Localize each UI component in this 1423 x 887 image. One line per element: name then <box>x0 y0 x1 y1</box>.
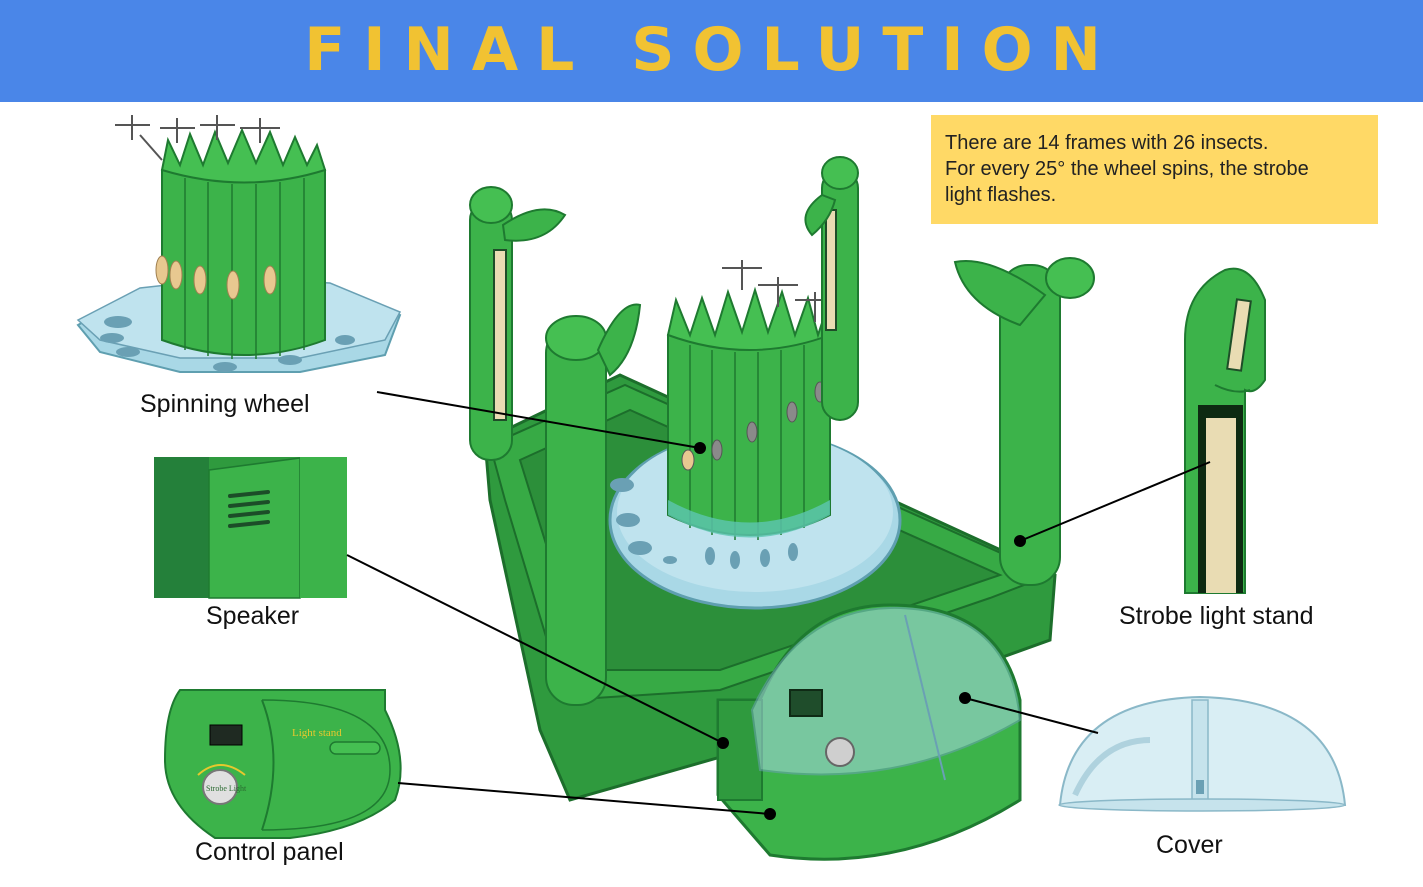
panel-light-stand-text: Light stand <box>292 727 342 739</box>
note-line-1: There are 14 frames with 26 insects. <box>945 132 1269 154</box>
callout-line-control-panel <box>397 782 771 815</box>
main-device <box>469 156 1095 861</box>
page-title: FINAL SOLUTION <box>304 15 1119 85</box>
callout-lines <box>346 391 1211 820</box>
callout-line-speaker <box>346 554 724 744</box>
callout-line-strobe-stand <box>1019 461 1211 542</box>
label-control-panel: Control panel <box>195 838 344 866</box>
stand-back-right <box>804 156 859 421</box>
control-panel-inset: Light stand Strobe Light <box>163 689 402 839</box>
label-strobe-light-stand: Strobe light stand <box>1119 602 1314 630</box>
callout-dot-strobe-stand <box>1014 535 1026 547</box>
callout-dot-cover <box>959 692 971 704</box>
strobe-stand-inset <box>1184 267 1266 594</box>
note-line-3: light flashes. <box>945 184 1057 206</box>
label-spinning-wheel: Spinning wheel <box>140 390 310 418</box>
drum-frames <box>689 345 805 540</box>
drum-base-band <box>668 500 830 538</box>
label-cover: Cover <box>1156 831 1223 859</box>
spinning-wheel-inset <box>76 115 402 373</box>
callout-line-cover <box>964 697 1099 734</box>
callout-dot-speaker <box>717 737 729 749</box>
stand-front-left <box>545 303 642 706</box>
panel-strobe-light-text: Strobe Light <box>206 784 247 793</box>
note-line-2: For every 25° the wheel spins, the strob… <box>945 158 1309 180</box>
callout-dot-control-panel <box>764 808 776 820</box>
control-box <box>716 603 1022 861</box>
label-speaker: Speaker <box>206 602 300 630</box>
disc-cocoons <box>610 478 798 569</box>
header-banner <box>0 0 1423 102</box>
speaker-inset <box>154 457 347 599</box>
info-note: There are 14 frames with 26 insects. For… <box>931 115 1378 224</box>
callout-dot-spinning-wheel <box>694 442 706 454</box>
callout-line-spinning-wheel <box>376 391 701 449</box>
cover-inset <box>1058 695 1347 812</box>
stand-front-right <box>953 257 1095 586</box>
stand-back-left <box>469 186 567 461</box>
